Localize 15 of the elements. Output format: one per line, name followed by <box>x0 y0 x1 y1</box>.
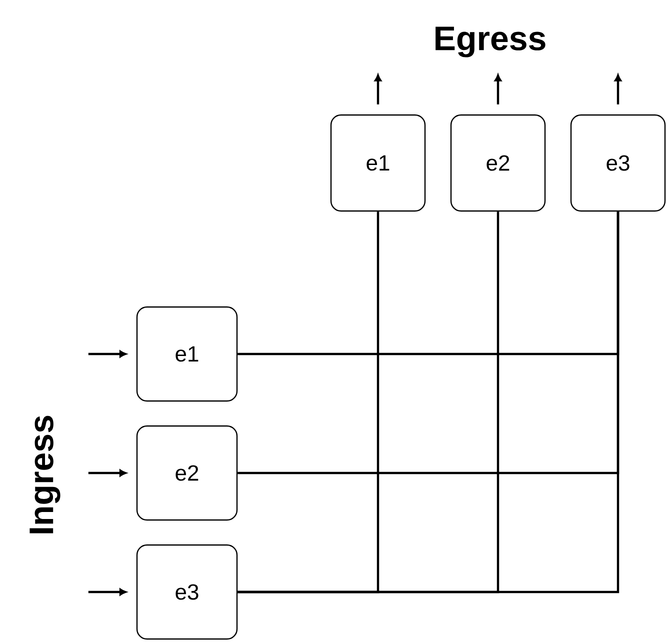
port-box: e3 <box>136 544 238 640</box>
group-heading: Ingress <box>30 416 60 534</box>
port-box: e2 <box>136 425 238 521</box>
arrow <box>374 74 382 104</box>
arrow <box>88 588 126 596</box>
port-box: e2 <box>450 114 546 212</box>
port-box: e3 <box>570 114 666 212</box>
port-box: e1 <box>136 306 238 402</box>
crossbar-line <box>238 212 500 594</box>
arrow <box>88 350 126 358</box>
port-box: e1 <box>330 114 426 212</box>
arrow <box>614 74 622 104</box>
group-heading: Egress <box>436 26 546 58</box>
arrow <box>88 469 126 477</box>
arrow <box>494 74 502 104</box>
